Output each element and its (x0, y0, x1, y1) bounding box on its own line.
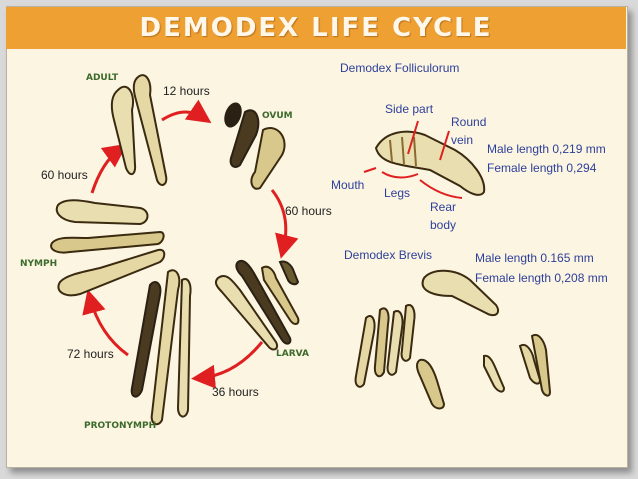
label-legs: Legs (384, 186, 410, 200)
stage-label-larva: LARVA (276, 349, 309, 359)
label-side-part: Side part (385, 102, 434, 116)
larva-illustration (214, 260, 300, 351)
arrow-larva-to-protonymph (191, 341, 264, 389)
stage-label-adult: ADULT (86, 73, 119, 83)
duration-larva-to-protonymph: 36 hours (212, 385, 259, 399)
label-rear-body-line2: body (430, 218, 456, 232)
folliculorum-male-length: Male length 0,219 mm (487, 142, 606, 156)
ovum-illustration (224, 102, 286, 190)
pointer-round-vein (439, 130, 450, 161)
arrow-protonymph-to-nymph (82, 289, 129, 357)
folliculorum-title: Demodex Folliculorum (340, 61, 459, 75)
nymph-illustration (50, 199, 166, 297)
arrow-nymph-to-adult (90, 143, 128, 194)
title-bar: DEMODEX LIFE CYCLE (6, 7, 626, 49)
adult-mite-illustration (110, 74, 168, 186)
duration-nymph-to-adult: 60 hours (41, 168, 88, 182)
duration-protonymph-to-nymph: 72 hours (67, 347, 114, 361)
pointer-rear-body (419, 179, 463, 199)
diagram-title: DEMODEX LIFE CYCLE (139, 13, 493, 43)
brevis-mite-illustration (354, 269, 552, 410)
label-mouth: Mouth (331, 178, 364, 192)
duration-ovum-to-larva: 60 hours (285, 204, 332, 218)
protonymph-illustration (130, 269, 192, 426)
pointer-legs (381, 171, 419, 179)
brevis-female-length: Female length 0,208 mm (475, 271, 608, 285)
stage-label-protonymph: PROTONYMPH (84, 421, 156, 431)
pointer-side-part (407, 120, 419, 155)
label-round-vein-line1: Round (451, 115, 486, 129)
stage-label-nymph: NYMPH (20, 259, 57, 269)
brevis-male-length: Male length 0.165 mm (475, 251, 594, 265)
label-rear-body-line1: Rear (430, 200, 456, 214)
arrow-adult-to-ovum (161, 99, 212, 124)
duration-adult-to-ovum: 12 hours (163, 84, 210, 98)
folliculorum-mite-illustration (374, 130, 486, 196)
pointer-mouth (363, 167, 377, 173)
folliculorum-female-length: Female length 0,294 (487, 161, 597, 175)
arrow-ovum-to-larva (270, 189, 299, 259)
brevis-title: Demodex Brevis (344, 248, 432, 262)
label-round-vein-line2: vein (451, 133, 473, 147)
stage-label-ovum: OVUM (262, 111, 293, 121)
